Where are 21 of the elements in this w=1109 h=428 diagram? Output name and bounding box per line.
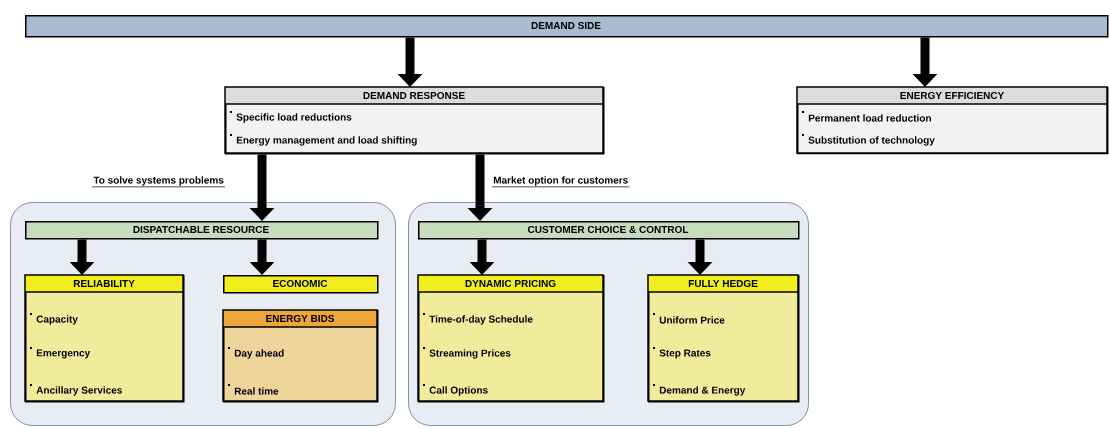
bullet-item: Streaming Prices	[423, 347, 511, 359]
bullet-item: Emergency	[30, 347, 91, 359]
edge-label: To solve systems problems	[91, 176, 226, 188]
bullet-item: Substitution of technology	[802, 134, 935, 146]
bullet-item: Capacity	[30, 313, 78, 325]
bullet-item: Call Options	[423, 384, 488, 396]
bullet-item: Time-of-day Schedule	[423, 313, 533, 325]
header-bar: DISPATCHABLE RESOURCE	[25, 221, 379, 240]
bullet-item: Uniform Price	[653, 313, 725, 324]
header-bar: ECONOMIC	[223, 275, 379, 294]
header-bar: DEMAND SIDE	[25, 15, 1109, 38]
bullet-item: Step Rates	[653, 347, 711, 359]
bullet-item: Specific load reductions	[230, 111, 352, 123]
bullet-item: Permanent load reduction	[802, 111, 931, 122]
bullet-item: Day ahead	[228, 347, 284, 359]
edge-label: Market option for customers	[491, 176, 630, 188]
bullet-item: Demand & Energy	[653, 384, 746, 396]
bullet-item: Real time	[228, 384, 279, 395]
header-bar: CUSTOMER CHOICE & CONTROL	[418, 221, 800, 240]
bullet-item: Ancillary Services	[30, 384, 122, 396]
bullet-item: Energy management and load shifting	[230, 134, 417, 146]
